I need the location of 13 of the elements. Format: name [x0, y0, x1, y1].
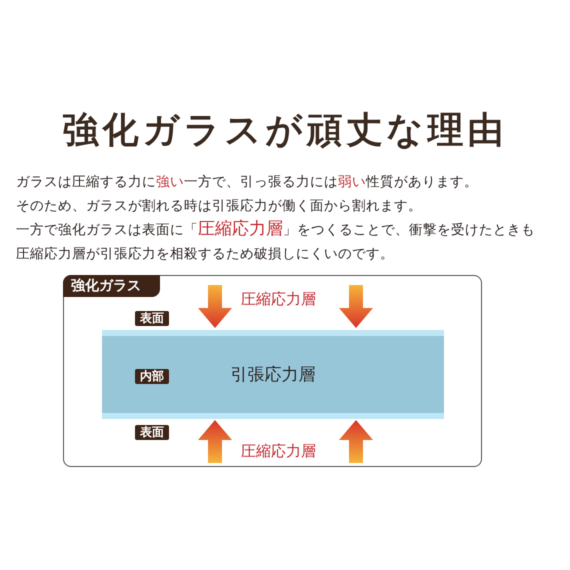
surface-tag: 内部: [135, 369, 169, 384]
paragraph: ガラスは圧縮する力に強い一方で、引っ張る力には弱い性質があります。: [16, 173, 479, 192]
layer-label: 圧縮応力層: [241, 290, 316, 309]
tab-heading: 強化ガラス: [63, 275, 160, 297]
layer-label: 圧縮応力層: [241, 442, 316, 461]
title: 強化ガラスが頑丈な理由: [62, 109, 508, 153]
surface-tag: 表面: [135, 425, 169, 440]
layer-label: 引張応力層: [230, 364, 316, 386]
glass-layer: [102, 330, 444, 419]
paragraph: 一方で強化ガラスは表面に「圧縮応力層」をつくることで、衝撃を受けたときも圧縮応力層が引張応力を相殺するため破損しにくいのです。: [16, 218, 536, 264]
surface-tag: 表面: [135, 311, 169, 326]
panel: [63, 275, 482, 467]
paragraph: そのため、ガラスが割れる時は引張応力が働く面から割れます。: [16, 197, 423, 216]
